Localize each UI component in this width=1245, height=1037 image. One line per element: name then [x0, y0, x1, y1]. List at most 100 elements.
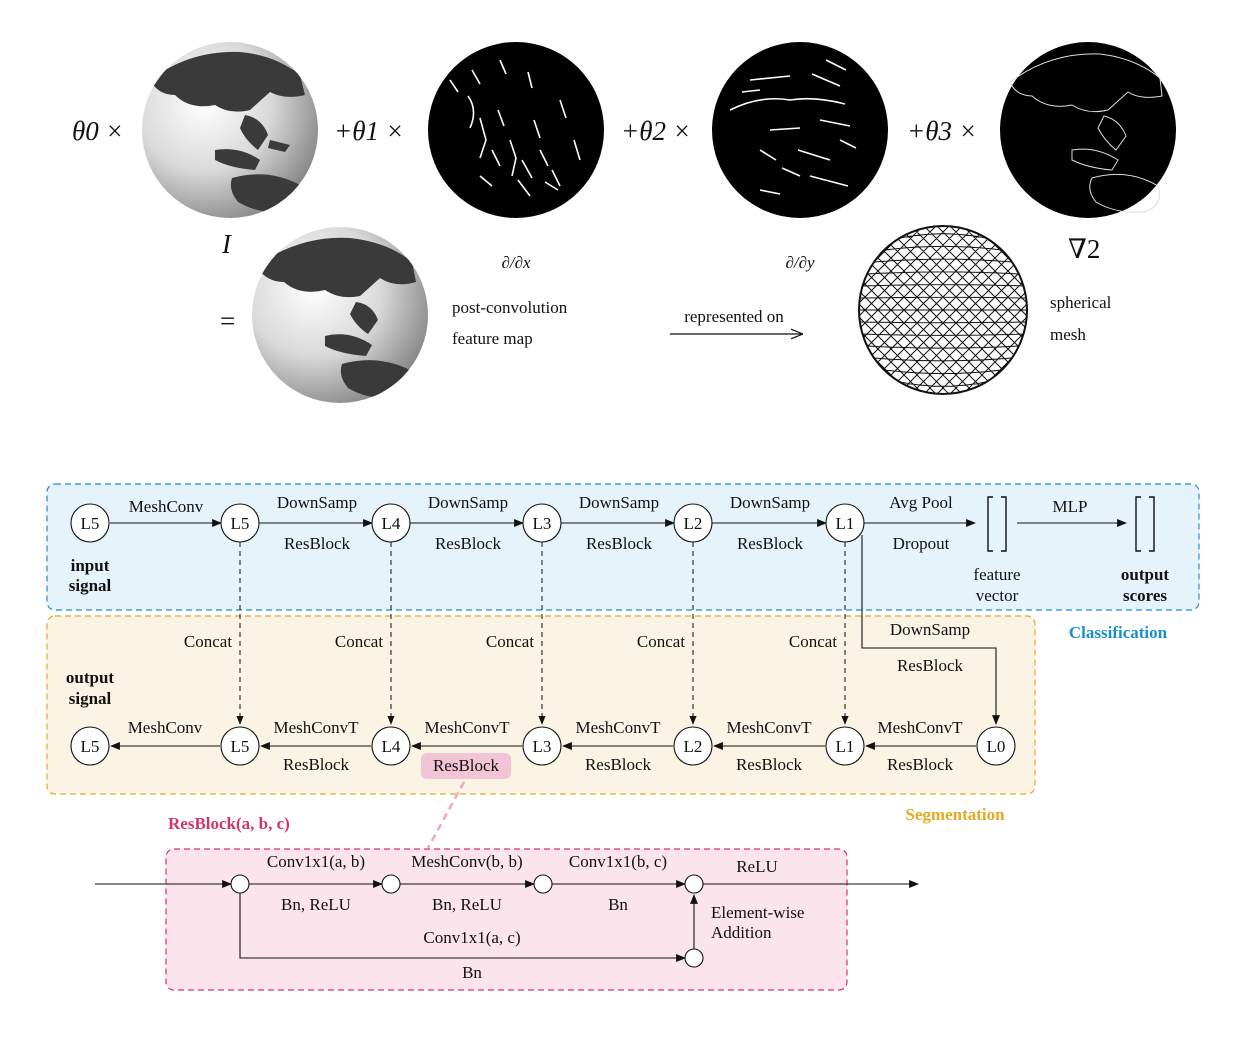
edge-avgpool: Avg Pool — [889, 493, 953, 512]
seg-up-bottom-3: ResBlock — [585, 755, 652, 774]
rb-node-skip — [684, 948, 704, 968]
rb-conv2-bottom: Bn — [608, 895, 628, 914]
segmentation-title: Segmentation — [905, 805, 1005, 824]
coef-theta0: θ0 × — [72, 116, 124, 146]
cls-node-l2: L2 — [673, 503, 713, 543]
equation-row: θ0 × I +θ1 × ∂/∂x +θ2 × — [72, 42, 1176, 272]
seg-edge-meshconv: MeshConv — [128, 718, 203, 737]
edge-downsamp-1: DownSamp — [277, 493, 357, 512]
rb-node-2 — [533, 874, 553, 894]
rb-skip-bottom: Bn — [462, 963, 482, 982]
edge-resblock-3: ResBlock — [586, 534, 653, 553]
rb-conv2-top: Conv1x1(b, c) — [569, 852, 667, 871]
mesh-line1: spherical — [1050, 293, 1112, 312]
output-signal-label-2: signal — [69, 689, 112, 708]
seg-node-l4: L4 — [371, 726, 411, 766]
rb-addition-2: Addition — [711, 923, 772, 942]
concat-label-2: Concat — [335, 632, 383, 651]
concat-label-1: Concat — [184, 632, 232, 651]
resblock-graph: Conv1x1(a, b) Bn, ReLU MeshConv(b, b) Bn… — [95, 852, 919, 982]
feature-map-line2: feature map — [452, 329, 533, 348]
classification-box — [46, 483, 1200, 611]
svg-text:L5: L5 — [231, 514, 250, 533]
rb-node-1 — [381, 874, 401, 894]
mesh-line2: mesh — [1050, 325, 1086, 344]
represented-on-label: represented on — [684, 307, 784, 326]
edge-resblock-2: ResBlock — [435, 534, 502, 553]
rb-node-input — [230, 874, 250, 894]
seg-node-l0: L0 — [976, 726, 1016, 766]
edge-resblock-1: ResBlock — [284, 534, 351, 553]
spherical-mesh-image — [858, 225, 1028, 395]
coef-theta3: +θ3 × — [907, 116, 977, 146]
resblock-connector — [426, 781, 466, 849]
edge-downsamp-2: DownSamp — [428, 493, 508, 512]
edge-resblock-4: ResBlock — [737, 534, 804, 553]
output-scores-bracket — [1135, 496, 1155, 552]
rb-addition-1: Element-wise — [711, 903, 804, 922]
edge-downsamp-3: DownSamp — [579, 493, 659, 512]
segmentation-graph: Concat Concat Concat Concat Concat DownS… — [66, 535, 1016, 779]
feature-vector-bracket — [987, 496, 1007, 552]
svg-text:L3: L3 — [533, 514, 552, 533]
svg-text:L1: L1 — [836, 514, 855, 533]
cls-node-l4: L4 — [371, 503, 411, 543]
seg-up-bottom-1: ResBlock — [283, 755, 350, 774]
globe-feature-map — [252, 227, 428, 403]
op-dx: ∂/∂x — [501, 253, 531, 272]
resblock-highlight — [421, 753, 511, 779]
seg-up-bottom-5: ResBlock — [887, 755, 954, 774]
output-scores-label-2: scores — [1123, 586, 1167, 605]
classification-title: Classification — [1069, 623, 1168, 642]
concat-label-5: Concat — [789, 632, 837, 651]
svg-text:L0: L0 — [987, 737, 1006, 756]
globe-dy — [712, 42, 888, 218]
globe-dx — [428, 42, 604, 218]
seg-up-top-1: MeshConvT — [274, 718, 360, 737]
svg-text:L3: L3 — [533, 737, 552, 756]
seg-node-l1: L1 — [825, 726, 865, 766]
svg-text:L4: L4 — [382, 514, 401, 533]
output-signal-label-1: output — [66, 668, 115, 687]
feature-label-2: vector — [976, 586, 1019, 605]
svg-text:L4: L4 — [382, 737, 401, 756]
svg-text:L2: L2 — [684, 737, 703, 756]
edge-meshconv: MeshConv — [129, 497, 204, 516]
l1-resblock-label: ResBlock — [897, 656, 964, 675]
globe-identity — [142, 42, 318, 218]
op-identity: I — [221, 229, 233, 259]
output-scores-label-1: output — [1121, 565, 1170, 584]
op-dy: ∂/∂y — [785, 253, 815, 272]
svg-text:L1: L1 — [836, 737, 855, 756]
coef-theta2: +θ2 × — [621, 116, 691, 146]
edge-mlp: MLP — [1053, 497, 1088, 516]
edge-dropout: Dropout — [893, 534, 950, 553]
segmentation-box — [46, 615, 1036, 795]
cls-node-l3: L3 — [522, 503, 562, 543]
cls-node-l5: L5 — [220, 503, 260, 543]
classification-graph: L5 L5 L4 L3 L2 L1 MeshConv DownSamp ResB… — [69, 493, 1170, 605]
svg-text:L5: L5 — [81, 514, 100, 533]
cls-node-l5-input: L5 — [70, 503, 110, 543]
globe-laplacian — [1000, 42, 1176, 218]
input-label-1: input — [71, 556, 110, 575]
svg-text:L2: L2 — [684, 514, 703, 533]
edge-downsamp-4: DownSamp — [730, 493, 810, 512]
rb-conv1-bottom: Bn, ReLU — [281, 895, 351, 914]
seg-node-l5-output: L5 — [70, 726, 110, 766]
svg-text:L5: L5 — [231, 737, 250, 756]
input-label-2: signal — [69, 576, 112, 595]
svg-text:L5: L5 — [81, 737, 100, 756]
rb-mesh-top: MeshConv(b, b) — [411, 852, 522, 871]
seg-up-top-3: MeshConvT — [576, 718, 662, 737]
seg-up-top-5: MeshConvT — [878, 718, 964, 737]
concat-label-4: Concat — [637, 632, 685, 651]
l1-downsamp-label: DownSamp — [890, 620, 970, 639]
feature-label-1: feature — [973, 565, 1020, 584]
rb-conv1-top: Conv1x1(a, b) — [267, 852, 365, 871]
concat-label-3: Concat — [486, 632, 534, 651]
seg-up-bottom-2-highlight: ResBlock — [433, 756, 500, 775]
equals-sign: = — [220, 306, 235, 336]
rb-mesh-bottom: Bn, ReLU — [432, 895, 502, 914]
